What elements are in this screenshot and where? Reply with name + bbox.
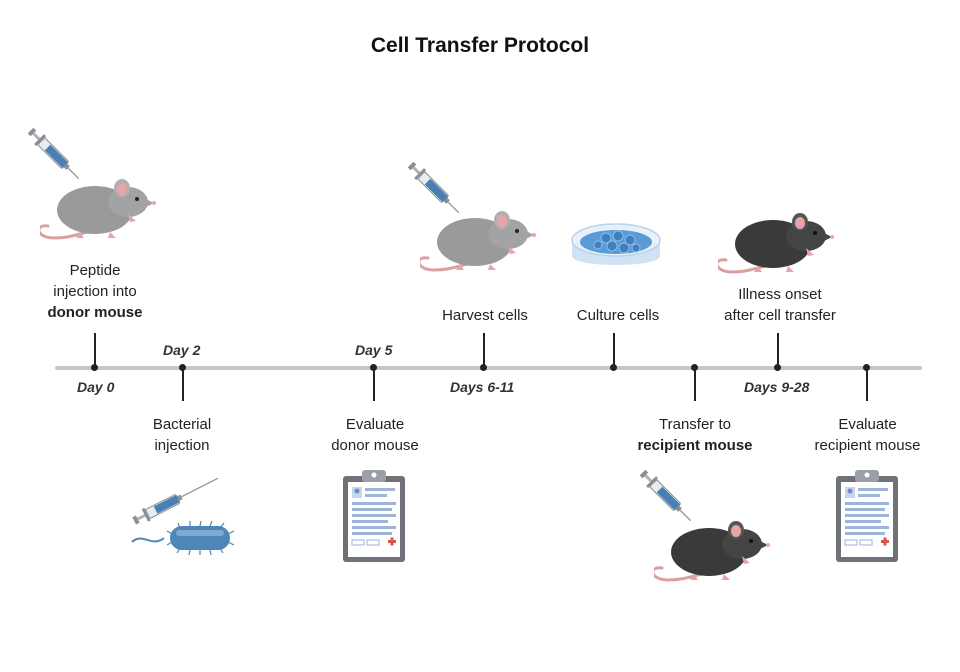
event-evaluate-recipient-line1: Evaluate: [838, 416, 897, 433]
event-transfer-recipient: Transfer to recipient mouse: [620, 414, 770, 456]
event-culture-line1: Culture cells: [576, 307, 660, 324]
clipboard-icon: [836, 469, 899, 563]
dot-day2: [179, 364, 186, 371]
event-bacterial-line2: injection: [154, 437, 210, 454]
day-label-day2: Day 2: [163, 342, 201, 358]
event-peptide-line2: injection into: [53, 283, 137, 300]
day-label-days9-28: Days 9-28: [744, 379, 810, 395]
bacterium-icon: [131, 520, 235, 556]
page-title: Cell Transfer Protocol: [370, 34, 590, 57]
tick-day5: [373, 368, 375, 401]
tick-illness: [777, 333, 779, 368]
event-harvest-line1: Harvest cells: [442, 307, 528, 324]
event-transfer-bold: recipient mouse: [637, 437, 753, 454]
event-bacterial-line1: Bacterial: [152, 416, 212, 433]
event-evaluate-donor-line1: Evaluate: [345, 416, 405, 433]
event-bacterial-injection: Bacterial injection: [122, 414, 242, 456]
dot-evaluate-recipient: [863, 364, 870, 371]
petri-dish-icon: [571, 223, 661, 265]
event-peptide-bold: donor mouse: [47, 304, 143, 321]
timeline-line: [55, 366, 922, 370]
gray-mouse-icon: [40, 177, 158, 240]
event-illness-onset: Illness onset after cell transfer: [710, 284, 850, 326]
dot-transfer: [691, 364, 698, 371]
tick-evaluate-recipient: [866, 368, 868, 401]
gray-mouse-icon: [420, 209, 538, 272]
black-mouse-icon: [654, 519, 772, 582]
tick-harvest: [483, 333, 485, 368]
event-evaluate-donor-line2: donor mouse: [331, 437, 419, 454]
syringe-icon: [132, 478, 219, 525]
clipboard-icon: [343, 469, 406, 563]
dot-day5: [370, 364, 377, 371]
day-label-day0: Day 0: [77, 379, 115, 395]
tick-day2: [182, 368, 184, 401]
day-label-days6-11: Days 6-11: [450, 379, 515, 395]
event-harvest-cells: Harvest cells: [420, 305, 550, 326]
dot-day0: [91, 364, 98, 371]
dot-harvest: [480, 364, 487, 371]
event-evaluate-recipient-line2: recipient mouse: [814, 437, 921, 454]
tick-transfer: [694, 368, 696, 401]
dot-illness: [774, 364, 781, 371]
event-transfer-line1: Transfer to: [659, 416, 731, 433]
event-culture-cells: Culture cells: [553, 305, 683, 326]
day-label-day5: Day 5: [355, 342, 393, 358]
event-peptide-line1: Peptide: [69, 262, 121, 279]
event-illness-line2: after cell transfer: [724, 307, 836, 324]
event-evaluate-donor: Evaluate donor mouse: [305, 414, 445, 456]
event-peptide-injection: Peptide injection into donor mouse: [30, 260, 160, 323]
tick-culture: [613, 333, 615, 368]
event-illness-line1: Illness onset: [738, 286, 822, 303]
event-evaluate-recipient: Evaluate recipient mouse: [800, 414, 935, 456]
tick-day0: [94, 333, 96, 368]
black-mouse-icon: [718, 211, 836, 274]
dot-culture: [610, 364, 617, 371]
